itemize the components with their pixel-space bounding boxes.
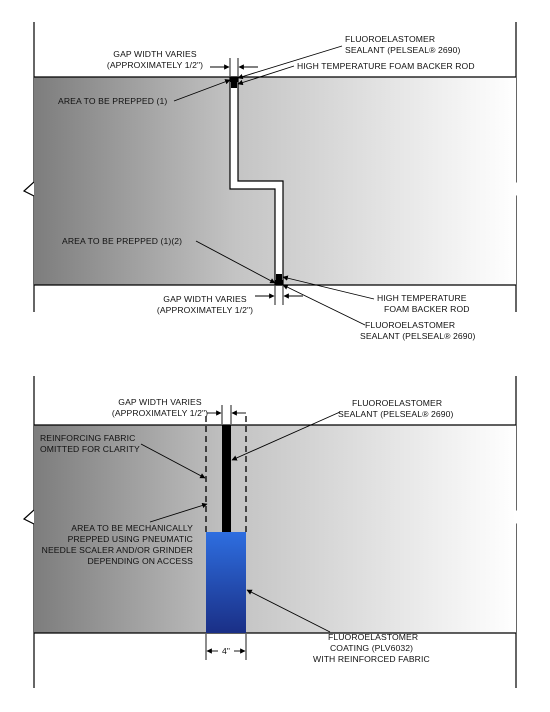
lower-left-break-line (22, 376, 35, 688)
lower-gap-width-label-2: (APPROXIMATELY 1/2") (112, 408, 208, 418)
bottom-detail: GAP WIDTH VARIES (APPROXIMATELY 1/2") FL… (22, 376, 517, 688)
top-sealant-label-1: FLUOROELASTOMER (345, 34, 435, 44)
bottom-backer-rod-label-1: HIGH TEMPERATURE (377, 293, 467, 303)
lower-sealant-label-1: FLUOROELASTOMER (352, 398, 442, 408)
bottom-sealant-leader (282, 284, 366, 326)
top-sealant-label-2: SEALANT (PELSEAL® 2690) (345, 45, 461, 55)
top-backer-rod-leader (237, 65, 295, 86)
lower-sealant-leader (231, 411, 341, 461)
top-detail: GAP WIDTH VARIES (APPROXIMATELY 1/2") FL… (22, 22, 517, 341)
bottom-sealant-label-1: FLUOROELASTOMER (365, 320, 455, 330)
bottom-backer-rod-label-2: FOAM BACKER ROD (384, 304, 470, 314)
lower-gap-width-label-1: GAP WIDTH VARIES (118, 397, 202, 407)
bottom-gap-width-label-1: GAP WIDTH VARIES (163, 294, 247, 304)
mech-prepped-leader (149, 502, 208, 523)
top-backer-rod-label: HIGH TEMPERATURE FOAM BACKER ROD (297, 61, 475, 71)
top-area-prepped-leader (173, 79, 231, 102)
bottom-backer-rod-leader (282, 275, 375, 300)
lower-coating-block (206, 532, 246, 633)
mech-prepped-label-1: AREA TO BE MECHANICALLY (71, 523, 193, 533)
top-gap-width-label-2: (APPROXIMATELY 1/2") (107, 60, 203, 70)
width-dim-label: 4" (222, 646, 230, 656)
bottom-gap-width-label-2: (APPROXIMATELY 1/2") (157, 305, 253, 315)
top-gap-width-label-1: GAP WIDTH VARIES (113, 49, 197, 59)
top-left-break-line (22, 22, 35, 312)
mech-prepped-label-2: PREPPED USING PNEUMATIC (68, 534, 193, 544)
top-sealant-bead (229, 77, 239, 82)
coating-label-1: FLUOROELASTOMER (328, 632, 418, 642)
coating-label-2: COATING (PLV6032) (330, 643, 413, 653)
mech-prepped-label-4: DEPENDING ON ACCESS (87, 556, 193, 566)
bottom-area-prepped-leader (195, 240, 276, 284)
top-area-prepped-label: AREA TO BE PREPPED (1) (58, 96, 167, 106)
reinforcing-fabric-label-1: REINFORCING FABRIC (40, 433, 135, 443)
bottom-area-prepped-label: AREA TO BE PREPPED (1)(2) (62, 236, 182, 246)
lower-sealant-label-2: SEALANT (PELSEAL® 2690) (338, 409, 454, 419)
coating-label-3: WITH REINFORCED FABRIC (313, 654, 430, 664)
coating-leader (246, 589, 331, 633)
reinforcing-fabric-leader (140, 443, 206, 479)
lower-joint-sealant (222, 425, 231, 533)
bottom-sealant-bead (274, 280, 284, 285)
lower-concrete-slab (34, 425, 516, 633)
top-backer-rod (231, 82, 237, 88)
mech-prepped-label-3: NEEDLE SCALER AND/OR GRINDER (42, 545, 193, 555)
bottom-sealant-label-2: SEALANT (PELSEAL® 2690) (360, 331, 476, 341)
reinforcing-fabric-label-2: OMITTED FOR CLARITY (40, 444, 140, 454)
bottom-backer-rod (276, 274, 282, 280)
top-sealant-leader (237, 45, 343, 80)
